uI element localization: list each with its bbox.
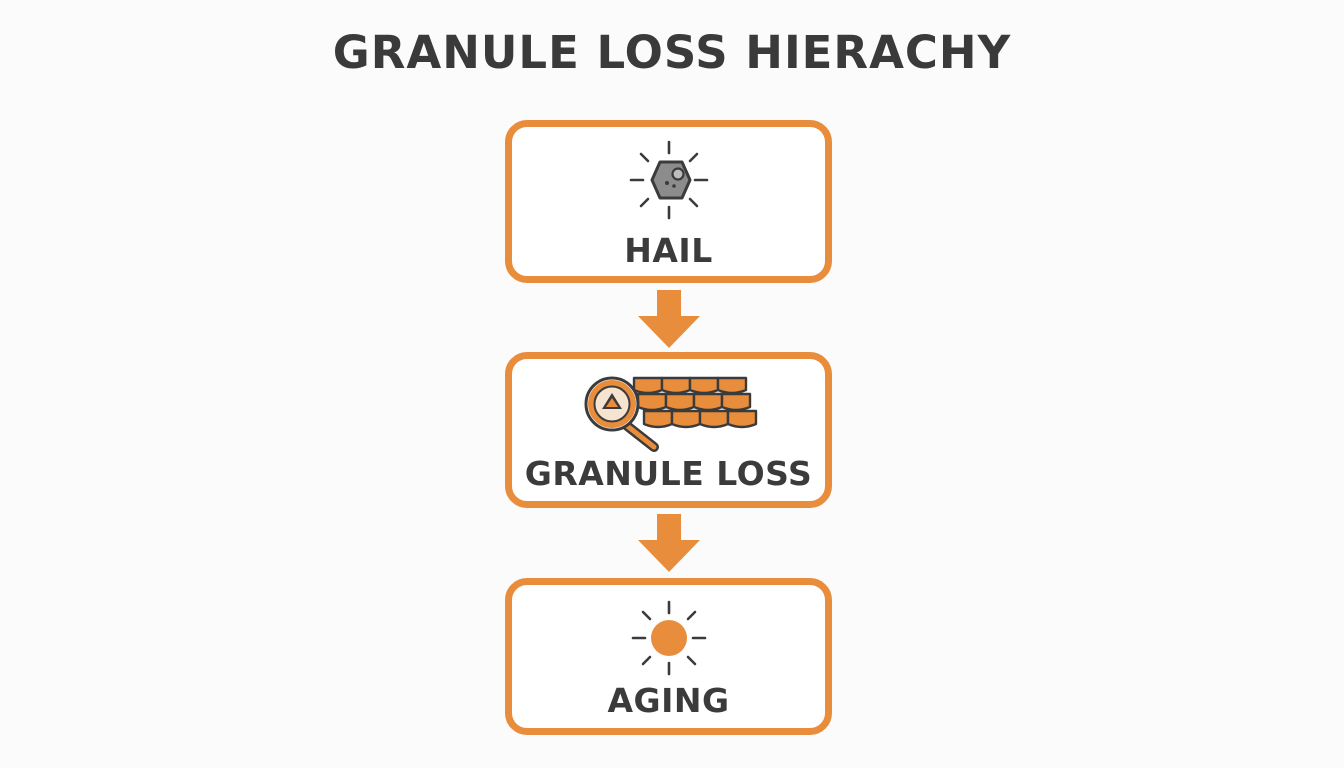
sun-icon [631,600,707,676]
magnified-shingles-icon [584,376,758,452]
step-label-hail: HAIL [624,231,713,270]
down-arrow-icon [638,514,700,572]
step-box-aging: AGING [505,578,832,735]
diagram-title: GRANULE LOSS HIERACHY [332,26,1012,79]
step-label-granule-loss: GRANULE LOSS [524,454,813,493]
step-label-aging: AGING [607,681,730,720]
hailstone-icon [629,140,709,220]
step-box-granule-loss: GRANULE LOSS [505,352,832,508]
step-box-hail: HAIL [505,120,832,283]
down-arrow-icon [638,290,700,348]
